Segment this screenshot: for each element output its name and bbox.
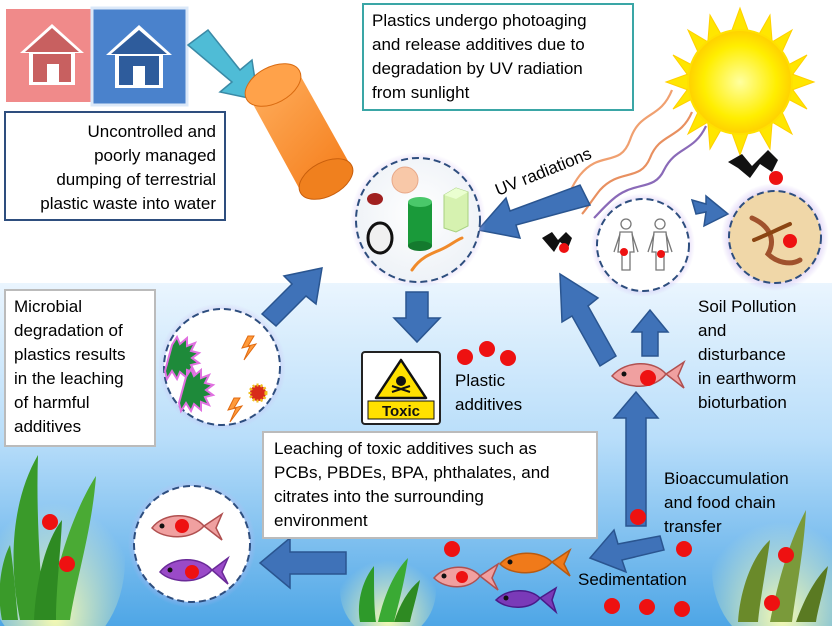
soil-circle	[721, 183, 829, 291]
dumping-line: dumping of terrestrial	[56, 170, 216, 189]
arrow-fish-to-humans	[630, 308, 670, 357]
sun-icon	[664, 6, 816, 157]
photoaging-line: and release additives due to	[372, 35, 585, 54]
photoaging-line: Plastics undergo photoaging	[372, 11, 587, 30]
microbial-line: additives	[14, 417, 82, 436]
dumping-line: poorly managed	[94, 146, 216, 165]
photoaging-line: from sunlight	[372, 83, 470, 102]
additive-dots-sediment	[444, 509, 692, 617]
humans-circle	[591, 193, 695, 297]
photoaging-line: degradation by UV radiation	[372, 59, 583, 78]
arrow-sediment-to-fish	[612, 390, 660, 527]
seaweed-right-icon	[712, 490, 832, 626]
human-figure-icon	[647, 218, 673, 271]
arrow-microbial-to-plastics	[260, 267, 323, 328]
sedimentation-label: Sedimentation	[578, 568, 687, 592]
additive-dot	[764, 595, 780, 611]
additive-dot	[59, 556, 75, 572]
fish-pink-chain-icon	[610, 359, 686, 389]
fish-purple-sed-icon	[494, 586, 558, 615]
sedimentation-text: Sedimentation	[578, 570, 687, 589]
photoaging-text-box: Plastics undergo photoaging and release …	[362, 3, 634, 111]
arrow-seaweed-to-fish-circle	[258, 536, 347, 590]
leaching-line: environment	[274, 511, 368, 530]
bioaccumulation-line: Bioaccumulation	[664, 469, 789, 488]
arrow-plastics-to-toxic	[392, 291, 442, 344]
house-pink-icon	[4, 7, 99, 104]
microbial-line: plastics results	[14, 345, 126, 364]
leaching-line: Leaching of toxic additives such as	[274, 439, 537, 458]
bioaccumulation-label: Bioaccumulation and food chain transfer	[664, 467, 789, 539]
plastic-additives-label: Plastic additives	[455, 369, 522, 417]
additive-dot	[778, 547, 794, 563]
leaching-text-box: Leaching of toxic additives such as PCBs…	[262, 431, 598, 539]
seaweed-left-icon	[0, 455, 125, 626]
bioaccumulation-line: transfer	[664, 517, 722, 536]
house-blue-icon	[90, 6, 189, 107]
lightning-bolt-icon	[728, 150, 778, 178]
leaching-line: citrates into the surrounding	[274, 487, 484, 506]
soil-pollution-line: bioturbation	[698, 393, 787, 412]
bioaccumulation-line: and food chain	[664, 493, 776, 512]
arrow-fish-to-uv	[559, 272, 618, 368]
soil-pollution-line: in earthworm	[698, 369, 797, 388]
dumping-text-box: Uncontrolled and poorly managed dumping …	[4, 111, 226, 221]
dumping-line: Uncontrolled and	[87, 122, 216, 141]
additive-dot	[769, 171, 783, 185]
additive-dots	[457, 341, 516, 366]
microbial-circle	[158, 303, 286, 431]
seaweed-middle-icon	[340, 540, 436, 626]
fish-pink-sed-icon	[432, 561, 500, 591]
dumping-line: plastic waste into water	[40, 194, 216, 213]
soil-pollution-line: disturbance	[698, 345, 786, 364]
plastics-circle	[350, 152, 486, 288]
leaching-line: PCBs, PBDEs, BPA, phthalates, and	[274, 463, 550, 482]
microbial-line: Microbial	[14, 297, 83, 316]
microbial-line: in the leaching	[14, 369, 124, 388]
toxic-sign-label: Toxic	[382, 403, 420, 420]
human-figure-icon	[613, 218, 639, 271]
lightning-bolt-small-icon	[542, 232, 572, 252]
additive-dot	[559, 243, 569, 253]
microbial-line: of harmful	[14, 393, 90, 412]
fish-orange-icon	[498, 547, 572, 577]
arrow-humans-to-soil	[690, 194, 730, 228]
plastic-additives-line: Plastic	[455, 371, 506, 390]
plastic-additives-line: additives	[455, 395, 523, 414]
plastic-waste-tube-icon	[244, 63, 354, 200]
soil-pollution-line: Soil Pollution	[698, 297, 797, 316]
soil-pollution-label: Soil Pollution and disturbance in earthw…	[698, 295, 796, 415]
toxic-sign-icon	[361, 351, 441, 425]
arrow-uv-to-plastics	[476, 184, 592, 239]
microbial-text-box: Microbial degradation of plastics result…	[4, 289, 156, 447]
microbial-line: degradation of	[14, 321, 123, 340]
arrow-chain-to-sediment	[588, 528, 665, 574]
additive-dot	[42, 514, 58, 530]
soil-pollution-line: and	[698, 321, 727, 340]
fish-circle	[128, 480, 256, 608]
